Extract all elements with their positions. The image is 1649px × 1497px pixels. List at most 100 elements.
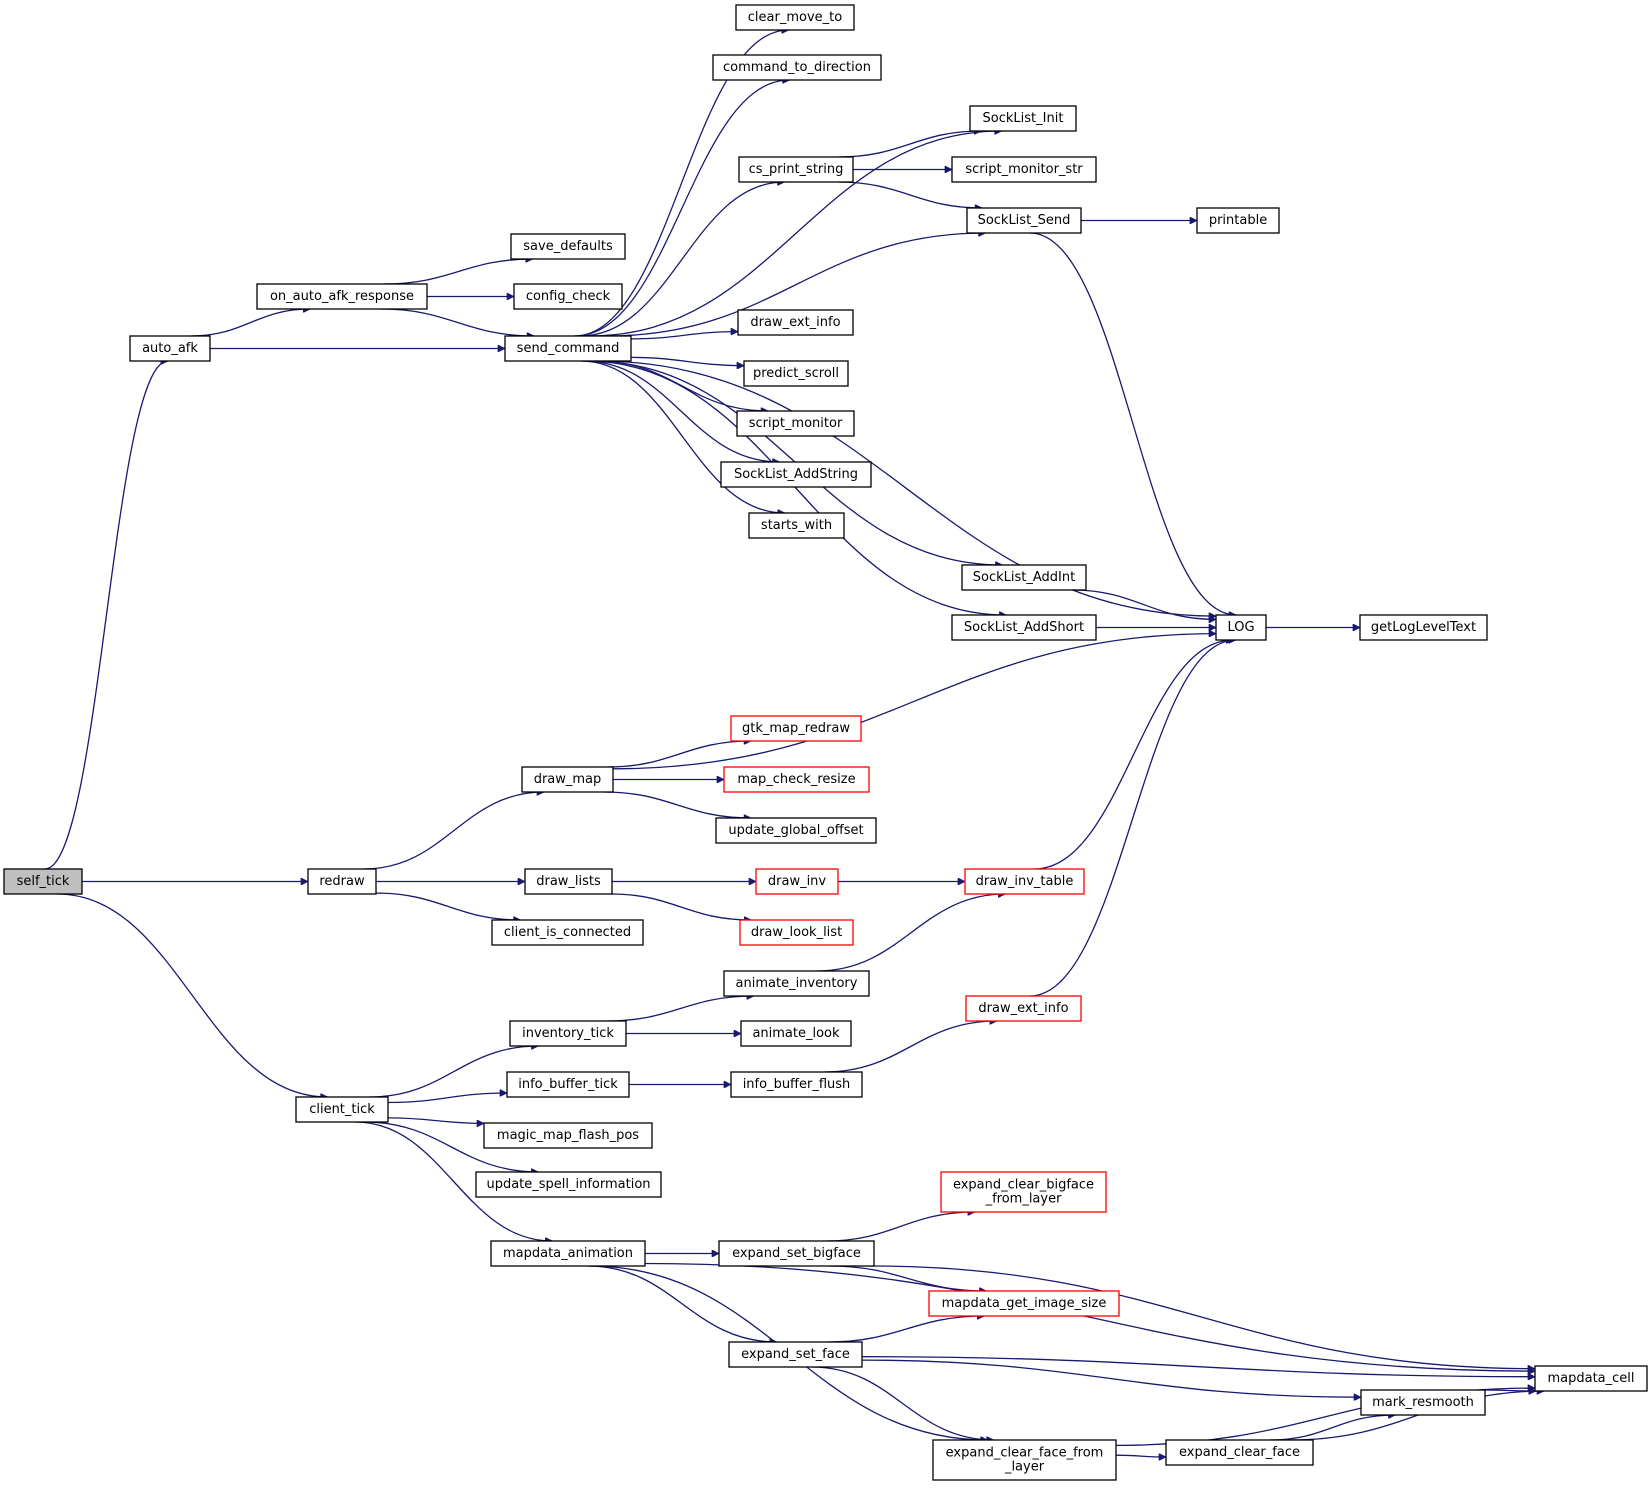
node-draw_inv_table[interactable]: draw_inv_table (964, 868, 1085, 895)
node-cs_print_string[interactable]: cs_print_string (738, 156, 854, 183)
node-label: inventory_tick (522, 1026, 614, 1041)
node-send_command[interactable]: send_command (504, 335, 632, 362)
edge-line (587, 1265, 777, 1342)
node-expand_set_face[interactable]: expand_set_face (728, 1341, 863, 1368)
edge-redraw-to-draw_map (364, 792, 544, 870)
node-starts_with[interactable]: starts_with (748, 512, 845, 539)
node-box (723, 766, 870, 793)
node-label: save_defaults (523, 239, 613, 254)
node-script_monitor_str[interactable]: script_monitor_str (951, 156, 1097, 183)
node-update_spell_information[interactable]: update_spell_information (475, 1171, 662, 1198)
edge-line (825, 1212, 975, 1242)
node-label: expand_clear_face (1179, 1445, 1300, 1460)
node-redraw[interactable]: redraw (307, 868, 377, 895)
node-box (475, 1171, 662, 1198)
node-label: client_tick (309, 1102, 375, 1117)
node-label: draw_map (534, 772, 602, 787)
edge-line (828, 1316, 984, 1343)
node-draw_inv[interactable]: draw_inv (755, 868, 839, 895)
node-expand_clear_face[interactable]: expand_clear_face (1165, 1439, 1314, 1466)
node-client_tick[interactable]: client_tick (295, 1096, 389, 1123)
node-box (748, 512, 845, 539)
node-box (723, 970, 870, 997)
node-gtk_map_redraw[interactable]: gtk_map_redraw (730, 715, 862, 742)
node-draw_ext_info_1[interactable]: draw_ext_info (737, 309, 854, 336)
node-label: auto_afk (142, 341, 198, 356)
node-label: client_is_connected (504, 925, 631, 940)
node-mark_resmooth[interactable]: mark_resmooth (1360, 1389, 1486, 1416)
node-config_check[interactable]: config_check (513, 283, 623, 310)
node-box (307, 868, 377, 895)
edge-mapdata_animation-to-mapdata_cell (644, 1262, 1535, 1372)
node-box (509, 1020, 627, 1047)
node-on_auto_afk_response[interactable]: on_auto_afk_response (256, 283, 428, 310)
node-label: animate_inventory (736, 976, 858, 991)
node-label: _layer (1004, 1460, 1045, 1475)
edge-line (375, 892, 521, 920)
node-LOG[interactable]: LOG (1215, 614, 1267, 641)
node-update_global_offset[interactable]: update_global_offset (715, 817, 877, 844)
node-self_tick[interactable]: self_tick (3, 868, 83, 895)
node-box (966, 207, 1082, 234)
node-SockList_Init[interactable]: SockList_Init (969, 105, 1077, 132)
node-clear_move_to[interactable]: clear_move_to (735, 4, 855, 31)
node-box (129, 335, 211, 362)
node-box (1165, 1439, 1314, 1466)
node-getLogLevelText[interactable]: getLogLevelText (1359, 614, 1488, 641)
node-mapdata_get_image_size[interactable]: mapdata_get_image_size (928, 1290, 1120, 1317)
node-expand_set_bigface[interactable]: expand_set_bigface (718, 1240, 875, 1267)
node-box (743, 360, 849, 387)
node-info_buffer_flush[interactable]: info_buffer_flush (730, 1071, 863, 1098)
edge-line (817, 894, 1005, 972)
edge-line (1269, 1415, 1396, 1441)
edge-send_command-to-SockList_AddShort (585, 360, 1006, 615)
node-expand_clear_bigface_from_layer[interactable]: expand_clear_bigface_from_layer (940, 1171, 1107, 1213)
edge-line (644, 1262, 1535, 1372)
node-draw_map[interactable]: draw_map (521, 766, 614, 793)
node-SockList_AddShort[interactable]: SockList_AddShort (951, 614, 1097, 641)
edge-line (838, 131, 982, 158)
node-animate_inventory[interactable]: animate_inventory (723, 970, 870, 997)
node-inventory_tick[interactable]: inventory_tick (509, 1020, 627, 1047)
node-mapdata_animation[interactable]: mapdata_animation (490, 1240, 646, 1267)
node-draw_look_list[interactable]: draw_look_list (739, 919, 854, 946)
node-label: SockList_AddShort (964, 620, 1084, 635)
node-label: self_tick (17, 874, 70, 889)
node-predict_scroll[interactable]: predict_scroll (743, 360, 849, 387)
node-box (738, 156, 854, 183)
node-label: expand_set_face (741, 1347, 850, 1362)
node-animate_look[interactable]: animate_look (740, 1020, 852, 1047)
node-label: expand_set_bigface (732, 1246, 861, 1261)
edge-on_auto_afk_response-to-send_command (381, 308, 534, 336)
edge-client_tick-to-mapdata_animation (354, 1121, 553, 1241)
edge-line (596, 360, 1216, 616)
node-label: getLogLevelText (1371, 620, 1476, 635)
node-save_defaults[interactable]: save_defaults (510, 233, 626, 260)
node-label: expand_clear_bigface (953, 1178, 1094, 1193)
edge-expand_set_face-to-mapdata_get_image_size (828, 1316, 984, 1343)
node-script_monitor[interactable]: script_monitor (736, 410, 855, 437)
node-label: SockList_AddString (734, 467, 858, 482)
node-SockList_AddInt[interactable]: SockList_AddInt (961, 564, 1087, 591)
node-box (718, 1240, 875, 1267)
node-draw_ext_info_2[interactable]: draw_ext_info (965, 995, 1082, 1022)
node-SockList_Send[interactable]: SockList_Send (966, 207, 1082, 234)
edge-cs_print_string-to-SockList_Init (838, 131, 982, 158)
node-printable[interactable]: printable (1196, 207, 1280, 234)
node-draw_lists[interactable]: draw_lists (524, 868, 613, 895)
node-label: config_check (526, 289, 611, 304)
node-client_is_connected[interactable]: client_is_connected (491, 919, 644, 946)
edge-line (384, 259, 533, 285)
node-box (940, 1171, 1107, 1213)
edge-send_command-to-clear_move_to (574, 30, 789, 337)
edge-line (606, 233, 986, 337)
node-command_to_direction[interactable]: command_to_direction (712, 54, 882, 81)
node-label: draw_inv (768, 874, 827, 889)
node-auto_afk[interactable]: auto_afk (129, 335, 211, 362)
node-mapdata_cell[interactable]: mapdata_cell (1534, 1365, 1648, 1392)
node-expand_clear_face_from_layer[interactable]: expand_clear_face_from_layer (932, 1439, 1117, 1481)
node-info_buffer_tick[interactable]: info_buffer_tick (506, 1071, 630, 1098)
node-SockList_AddString[interactable]: SockList_AddString (720, 461, 872, 488)
node-map_check_resize[interactable]: map_check_resize (723, 766, 870, 793)
node-magic_map_flash_pos[interactable]: magic_map_flash_pos (483, 1122, 653, 1149)
